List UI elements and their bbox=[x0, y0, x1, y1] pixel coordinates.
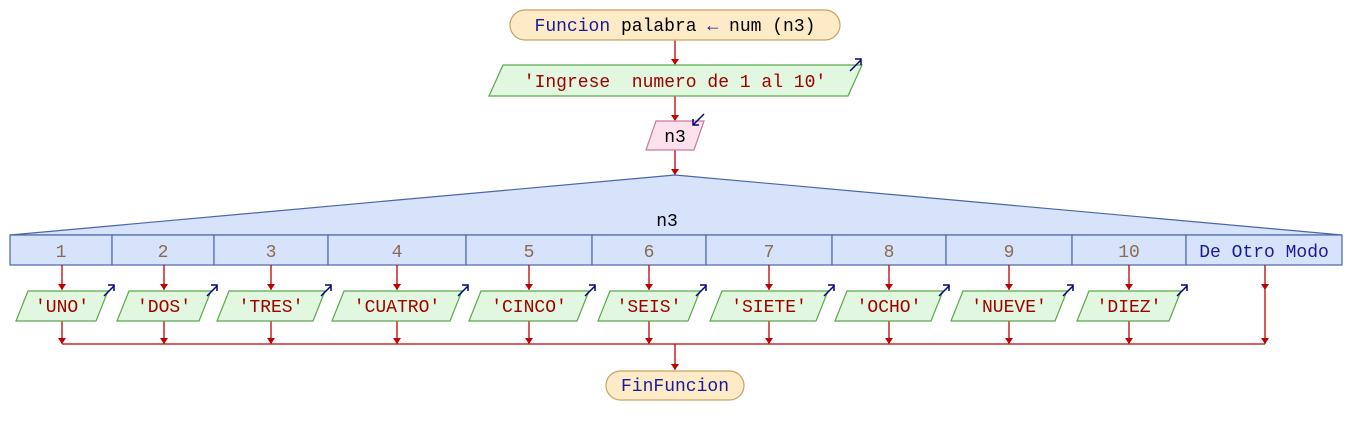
flow-arrowheads bbox=[671, 59, 679, 370]
start-terminal: Funcion palabra ← num (n3) bbox=[509, 9, 841, 41]
case-label: 6 bbox=[644, 243, 655, 263]
input-arrow-icon bbox=[692, 113, 705, 126]
function-keyword: Funcion bbox=[535, 17, 611, 37]
output-5: 'CINCO' bbox=[468, 284, 596, 322]
output-arrow-icon bbox=[206, 284, 218, 297]
output-prompt-text: 'Ingrese numero de 1 al 10' bbox=[524, 73, 826, 93]
output-text: 'CINCO' bbox=[491, 298, 567, 318]
case-branch-3: 'TRES' bbox=[216, 265, 332, 344]
case-cell-10: 10 bbox=[1071, 234, 1187, 266]
case-branch-default bbox=[1261, 265, 1269, 344]
output-4: 'CUATRO' bbox=[331, 284, 469, 322]
function-params: num (n3) bbox=[729, 17, 815, 37]
case-branch-1: 'UNO' bbox=[15, 265, 115, 344]
output-text: 'DIEZ' bbox=[1097, 298, 1162, 318]
switch-case-row: 1 2 3 4 5 6 7 8 9 10 De Otro Modo bbox=[9, 234, 1343, 266]
output-text: 'UNO' bbox=[35, 298, 89, 318]
case-label: 2 bbox=[158, 243, 169, 263]
output-arrow-icon bbox=[823, 284, 835, 297]
output-text: 'TRES' bbox=[239, 298, 304, 318]
output-2: 'DOS' bbox=[116, 284, 218, 322]
switch-variable: n3 bbox=[656, 212, 678, 232]
output-3: 'TRES' bbox=[216, 284, 332, 322]
case-cell-8: 8 bbox=[831, 234, 947, 266]
output-1: 'UNO' bbox=[15, 284, 115, 322]
output-8: 'OCHO' bbox=[834, 284, 950, 322]
output-text: 'NUEVE' bbox=[971, 298, 1047, 318]
end-terminal: FinFuncion bbox=[605, 370, 745, 401]
case-cell-default: De Otro Modo bbox=[1185, 234, 1343, 266]
case-cell-6: 6 bbox=[591, 234, 707, 266]
case-branch-7: 'SIETE' bbox=[709, 265, 835, 344]
output-arrow-icon bbox=[584, 284, 596, 297]
case-branch-2: 'DOS' bbox=[116, 265, 218, 344]
output-arrow-icon bbox=[938, 284, 950, 297]
output-arrow-icon bbox=[695, 284, 707, 297]
output-9: 'NUEVE' bbox=[950, 284, 1074, 322]
case-cell-4: 4 bbox=[327, 234, 467, 266]
case-branch-10: 'DIEZ' bbox=[1076, 265, 1188, 344]
case-branch-5: 'CINCO' bbox=[468, 265, 596, 344]
output-6: 'SEIS' bbox=[597, 284, 707, 322]
input-read: n3 bbox=[645, 113, 705, 151]
end-label: FinFuncion bbox=[621, 377, 729, 397]
case-cell-2: 2 bbox=[111, 234, 215, 266]
case-branch-8: 'OCHO' bbox=[834, 265, 950, 344]
output-arrow-icon bbox=[849, 58, 862, 72]
function-name: palabra bbox=[621, 17, 697, 37]
case-branch-6: 'SEIS' bbox=[597, 265, 707, 344]
output-arrow-icon bbox=[103, 284, 115, 297]
case-label: 9 bbox=[1004, 243, 1015, 263]
case-cell-5: 5 bbox=[465, 234, 593, 266]
case-label: 3 bbox=[266, 243, 277, 263]
output-text: 'DOS' bbox=[137, 298, 191, 318]
case-label: 4 bbox=[392, 243, 403, 263]
case-label: 5 bbox=[524, 243, 535, 263]
svg-text:Funcion palabra ←: Funcion palabra ← num (n3) bbox=[535, 17, 816, 37]
case-label: 7 bbox=[764, 243, 775, 263]
output-7: 'SIETE' bbox=[709, 284, 835, 322]
output-text: 'OCHO' bbox=[857, 298, 922, 318]
output-arrow-icon bbox=[1176, 284, 1188, 297]
output-text: 'CUATRO' bbox=[354, 298, 440, 318]
case-cell-3: 3 bbox=[213, 234, 329, 266]
input-var-text: n3 bbox=[664, 128, 686, 148]
output-prompt: 'Ingrese numero de 1 al 10' bbox=[488, 58, 863, 97]
case-label: 10 bbox=[1118, 243, 1140, 263]
case-cell-1: 1 bbox=[9, 234, 113, 266]
case-branch-4: 'CUATRO' bbox=[331, 265, 469, 344]
output-arrow-icon bbox=[320, 284, 332, 297]
default-case-label: De Otro Modo bbox=[1199, 243, 1329, 263]
case-cell-7: 7 bbox=[705, 234, 833, 266]
output-10: 'DIEZ' bbox=[1076, 284, 1188, 322]
case-branch-9: 'NUEVE' bbox=[950, 265, 1074, 344]
output-arrow-icon bbox=[457, 284, 469, 297]
output-text: 'SIETE' bbox=[731, 298, 807, 318]
case-cell-9: 9 bbox=[945, 234, 1073, 266]
assign-arrow: ← bbox=[707, 17, 718, 37]
switch-branches: 'UNO' 'DOS' 'TRES' 'CUATRO' 'CINCO' 'SEIS' 'SI… bbox=[15, 265, 1269, 344]
switch-header: n3 bbox=[9, 174, 1343, 236]
case-label: 1 bbox=[56, 243, 67, 263]
case-label: 8 bbox=[884, 243, 895, 263]
output-text: 'SEIS' bbox=[617, 298, 682, 318]
output-arrow-icon bbox=[1062, 284, 1074, 297]
